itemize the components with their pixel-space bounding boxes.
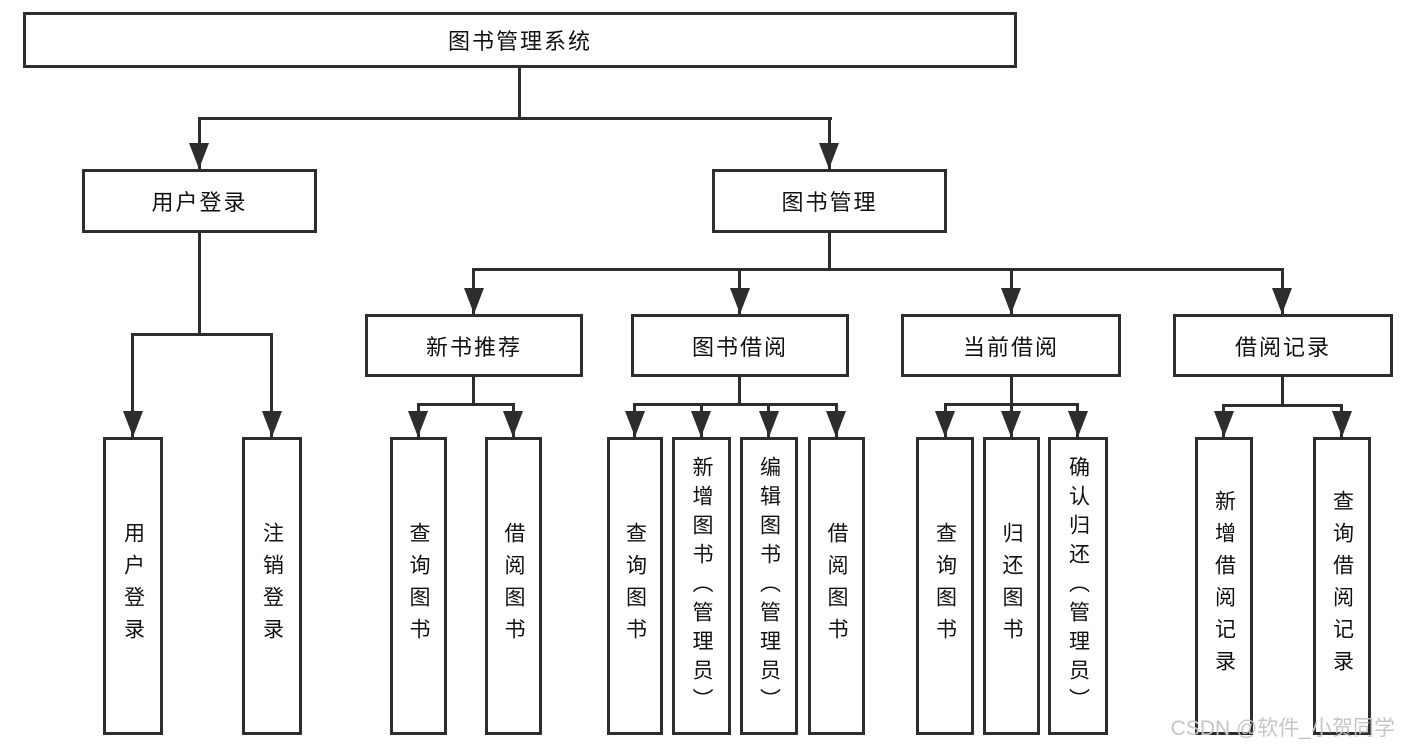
arrowhead-down-icon <box>730 288 750 314</box>
node-new-book-recommend: 新书推荐 <box>365 314 583 377</box>
arrowhead-down-icon <box>826 411 846 437</box>
node-leaf-borrow-books-label: 借阅图书 <box>502 522 525 650</box>
node-leaf-query-books-label: 查询图书 <box>623 522 647 650</box>
connector-new-book-horizontal <box>417 403 515 406</box>
arrowhead-down-icon <box>503 411 523 437</box>
connector-root-down <box>518 68 521 120</box>
connector-book-borrowing-horizontal <box>633 403 838 406</box>
node-leaf-confirm-return-admin: 确认归还（管理员） <box>1048 437 1108 735</box>
arrowhead-down-icon <box>625 411 645 437</box>
node-leaf-query-books: 查询图书 <box>916 437 974 735</box>
arrowhead-down-icon <box>123 411 143 437</box>
node-leaf-query-borrow-record: 查询借阅记录 <box>1313 437 1371 735</box>
arrowhead-down-icon <box>464 288 484 314</box>
arrowhead-down-icon <box>1068 411 1088 437</box>
node-leaf-add-borrow-record-label: 新增借阅记录 <box>1212 490 1236 682</box>
node-current-borrowing: 当前借阅 <box>901 314 1121 377</box>
arrowhead-down-icon <box>691 411 711 437</box>
node-book-management: 图书管理 <box>712 169 947 233</box>
arrowhead-down-icon <box>1214 411 1234 437</box>
connector-user-login-down <box>198 233 201 335</box>
arrowhead-down-icon <box>935 411 955 437</box>
node-leaf-add-books-admin-label: 新增图书（管理员） <box>690 455 713 717</box>
node-leaf-borrow-books: 借阅图书 <box>485 437 542 735</box>
arrowhead-down-icon <box>262 411 282 437</box>
connector-l3-horizontal <box>472 268 1284 271</box>
node-leaf-query-books: 查询图书 <box>390 437 447 735</box>
node-leaf-return-books-label: 归还图书 <box>1000 522 1023 650</box>
connector-l1-horizontal <box>198 117 832 120</box>
node-root-label: 图书管理系统 <box>447 29 592 54</box>
node-leaf-query-borrow-record-label: 查询借阅记录 <box>1330 490 1354 682</box>
arrowhead-down-icon <box>189 143 209 169</box>
node-leaf-add-borrow-record: 新增借阅记录 <box>1195 437 1253 735</box>
node-borrowing-records: 借阅记录 <box>1173 314 1393 377</box>
arrowhead-down-icon <box>408 411 428 437</box>
arrowhead-down-icon <box>819 143 839 169</box>
node-root: 图书管理系统 <box>23 12 1017 68</box>
connector-to-leaf-login <box>131 333 134 437</box>
node-user-login-label: 用户登录 <box>151 190 248 215</box>
arrowhead-down-icon <box>1001 288 1021 314</box>
node-leaf-logout-label: 注销登录 <box>260 522 284 650</box>
node-leaf-edit-books-admin: 编辑图书（管理员） <box>740 437 798 735</box>
node-book-management-label: 图书管理 <box>781 190 878 215</box>
node-leaf-query-books-label: 查询图书 <box>933 522 957 650</box>
node-leaf-query-books-label: 查询图书 <box>407 522 430 650</box>
node-leaf-edit-books-admin-label: 编辑图书（管理员） <box>757 455 781 717</box>
connector-new-book-down <box>472 377 475 405</box>
node-book-borrowing: 图书借阅 <box>631 314 849 377</box>
node-user-login: 用户登录 <box>82 169 317 233</box>
node-new-book-recommend-label: 新书推荐 <box>425 334 522 360</box>
node-leaf-borrow-books: 借阅图书 <box>808 437 865 735</box>
csdn-watermark: CSDN @软件_小贺同学 <box>1170 717 1395 740</box>
connector-book-borrowing-down <box>738 377 741 405</box>
connector-current-borrowing-down <box>1010 377 1013 405</box>
arrowhead-down-icon <box>759 411 779 437</box>
node-leaf-user-login-label: 用户登录 <box>121 522 145 650</box>
node-leaf-user-login: 用户登录 <box>103 437 163 735</box>
connector-user-horizontal <box>131 333 273 336</box>
node-leaf-borrow-books-label: 借阅图书 <box>825 522 848 650</box>
node-borrowing-records-label: 借阅记录 <box>1234 334 1331 360</box>
connector-borrowing-records-down <box>1281 377 1284 407</box>
node-leaf-logout: 注销登录 <box>242 437 302 735</box>
node-leaf-add-books-admin: 新增图书（管理员） <box>672 437 731 735</box>
connector-borrowing-records-horizontal <box>1222 404 1343 407</box>
arrowhead-down-icon <box>1001 411 1021 437</box>
node-book-borrowing-label: 图书借阅 <box>691 334 788 360</box>
node-leaf-confirm-return-admin-label: 确认归还（管理员） <box>1066 455 1090 717</box>
node-leaf-return-books: 归还图书 <box>983 437 1040 735</box>
arrowhead-down-icon <box>1272 288 1292 314</box>
arrowhead-down-icon <box>1332 411 1352 437</box>
node-leaf-query-books: 查询图书 <box>607 437 663 735</box>
connector-to-leaf-logout <box>270 333 273 437</box>
connector-book-management-down <box>828 233 831 271</box>
node-current-borrowing-label: 当前借阅 <box>962 334 1059 360</box>
